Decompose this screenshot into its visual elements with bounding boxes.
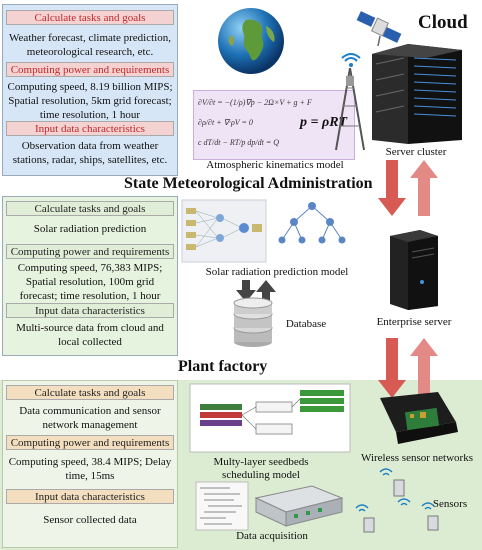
code-listing-graphic <box>195 481 249 531</box>
scheduling-model-graphic <box>189 383 351 453</box>
plant-input-text: Sensor collected data <box>43 514 137 526</box>
wifi-icon <box>341 53 361 67</box>
scheduling-model-label: Multy-layer seedbeds scheduling model <box>213 456 309 481</box>
enterprise-server-icon <box>390 230 438 310</box>
sma-input-text: Multi-source data from cloud and local c… <box>16 322 164 348</box>
svg-text:∂ρ/∂t + ∇·ρV = 0: ∂ρ/∂t + ∇·ρV = 0 <box>198 118 253 127</box>
solar-model-label: Solar radiation prediction model <box>205 266 349 278</box>
cloud-title: Cloud <box>418 12 468 33</box>
sma-tasks-header: Calculate tasks and goals <box>6 201 174 216</box>
plant-power-header: Computing power and requirements <box>6 435 174 450</box>
sma-info-panel: Calculate tasks and goals Solar radiatio… <box>2 196 178 356</box>
plant-tasks-header: Calculate tasks and goals <box>6 385 174 400</box>
sensor-network-device-icon <box>380 392 458 444</box>
data-acquisition-device-icon <box>254 485 344 527</box>
equations-graphic: ∂V/∂t = −(1/ρ)∇p − 2Ω×V + g + F ∂ρ/∂t + … <box>198 98 312 147</box>
model-database-arrows <box>236 280 276 302</box>
plant-input-header: Input data characteristics <box>6 489 174 504</box>
sma-title: State Meteorological Administration <box>124 175 373 192</box>
cloud-tasks-header: Calculate tasks and goals <box>6 10 174 25</box>
equations-box <box>193 90 355 160</box>
database-label: Database <box>285 318 327 330</box>
sma-power-header: Computing power and requirements <box>6 244 174 259</box>
sensors-label: Sensors <box>432 498 468 510</box>
atmospheric-model-label: Atmospheric kinematics model <box>206 159 344 171</box>
plant-power-text: Computing speed, 38.4 MIPS; Delay time, … <box>8 456 172 482</box>
satellite-icon <box>356 11 402 47</box>
equation-right: p = ρRT <box>300 115 348 130</box>
sma-input-header: Input data characteristics <box>6 303 174 318</box>
server-cluster-icon <box>372 44 462 144</box>
cloud-input-header: Input data characteristics <box>6 121 174 136</box>
cloud-tasks-text: Weather forecast, climate prediction, me… <box>9 32 171 58</box>
plant-tasks-text: Data communication and sensor network ma… <box>19 405 161 431</box>
cloud-info-panel: Calculate tasks and goals Weather foreca… <box>2 4 178 176</box>
wsn-label: Wireless sensor networks <box>361 452 473 464</box>
sma-power-text: Computing speed, 76,383 MIPS; Spatial re… <box>17 262 163 302</box>
data-acquisition-label: Data acquisition <box>236 530 308 542</box>
cloud-power-header: Computing power and requirements <box>6 62 174 77</box>
neural-network-graphic <box>181 199 346 263</box>
sma-tasks-text: Solar radiation prediction <box>33 223 147 235</box>
enterprise-server-label: Enterprise server <box>376 316 452 328</box>
cloud-input-text: Observation data from weather stations, … <box>12 140 168 166</box>
globe-icon <box>218 8 284 74</box>
sensors-icon <box>355 468 439 533</box>
cloud-enterprise-arrows <box>378 160 438 216</box>
svg-text:∂V/∂t = −(1/ρ)∇p − 2Ω×V + g +: ∂V/∂t = −(1/ρ)∇p − 2Ω×V + g + F <box>198 98 312 107</box>
enterprise-plant-arrows <box>378 338 438 398</box>
svg-text:c dT/dt − RT/p dp/dt = Q: c dT/dt − RT/p dp/dt = Q <box>198 138 279 147</box>
cell-tower-icon <box>335 67 365 151</box>
plant-title: Plant factory <box>178 358 268 375</box>
cloud-power-text: Computing speed, 8.19 billion MIPS; Spat… <box>7 81 173 121</box>
database-icon <box>233 297 273 347</box>
server-cluster-label: Server cluster <box>385 146 447 158</box>
plant-info-panel: Calculate tasks and goals Data communica… <box>2 380 178 548</box>
